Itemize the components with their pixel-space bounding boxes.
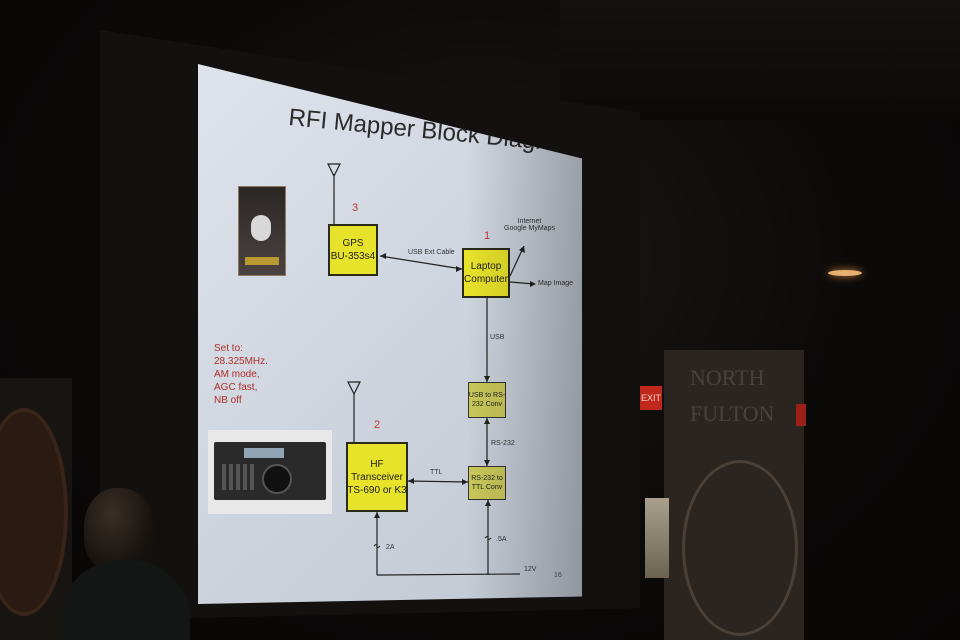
gps-number: 3 — [352, 202, 359, 214]
right-banner-text: NORTH FULTON — [690, 365, 775, 426]
gps-receiver-photo — [238, 186, 286, 276]
audience-member-silhouette — [60, 488, 190, 640]
ceiling-lamp — [828, 270, 862, 276]
gps-package-label — [245, 257, 279, 265]
radio-body — [214, 442, 326, 500]
current-2a-label: 2A — [386, 544, 395, 551]
arrow-laptop-left — [456, 266, 462, 272]
connection-lines — [327, 163, 536, 576]
right-banner-seal — [682, 460, 798, 636]
usb-label: USB — [490, 334, 505, 341]
arrow-power-transceiver — [374, 512, 380, 518]
map-image-label: Map Image — [538, 280, 574, 287]
current-5a-label: .5A — [496, 536, 507, 543]
arrow-rs232-up — [484, 418, 490, 424]
person-shoulders — [60, 560, 190, 640]
laptop-block: Laptop Computer — [462, 248, 510, 298]
laptop-number: 1 — [484, 230, 491, 242]
person-head — [84, 488, 154, 572]
fuse-2a-icon — [373, 544, 381, 548]
transceiver-number: 2 — [374, 419, 381, 431]
radio-settings-note: Set to: 28.325MHz. AM mode, AGC fast, NB… — [214, 343, 268, 406]
hf-antenna-icon — [347, 381, 361, 396]
gps-block: GPS BU-353s4 — [328, 224, 378, 276]
radio-display — [244, 448, 284, 458]
gps-puck-image — [251, 215, 271, 241]
radio-keypad — [222, 464, 256, 490]
arrow-ttl-left — [408, 478, 414, 484]
usb-ext-cable-line — [379, 255, 463, 270]
internet-label: Internet Google MyMaps — [504, 218, 555, 232]
arrow-gps — [380, 253, 386, 259]
gps-antenna-icon — [327, 163, 341, 178]
ceiling — [560, 0, 960, 120]
usb-to-rs232-block: USB to RS- 232 Conv — [468, 382, 506, 418]
rs232-label: RS-232 — [491, 440, 515, 447]
left-banner-seal — [0, 408, 68, 616]
left-banner — [0, 378, 72, 640]
arrow-usb-down — [484, 376, 490, 382]
rs232-to-ttl-block: RS-232 to TTL Conv — [468, 466, 506, 500]
power-12v-label: 12V — [524, 566, 537, 573]
slide: RFI Mapper Block Diagram — [198, 64, 582, 604]
arrow-ttl-right — [462, 479, 468, 485]
arrow-power-conv — [485, 500, 491, 506]
doorway — [645, 498, 669, 578]
exit-sign-far — [796, 404, 806, 426]
ttl-line — [407, 480, 469, 483]
exit-sign: EXIT — [640, 386, 662, 410]
ttl-label: TTL — [430, 469, 443, 476]
fuse-5a-icon — [484, 536, 492, 540]
right-banner — [664, 350, 804, 640]
tuning-dial-icon — [262, 464, 292, 494]
power-bus-12v — [376, 573, 521, 576]
arrow-internet — [519, 246, 525, 253]
usb-ext-cable-label: USB Ext Cable — [408, 249, 455, 256]
slide-page-number: 16 — [554, 572, 562, 579]
hf-transceiver-block: HF Transceiver TS-690 or K3 — [346, 442, 408, 512]
arrow-rs232-down — [484, 460, 490, 466]
transceiver-photo — [208, 430, 332, 514]
arrow-map-image — [530, 281, 536, 287]
